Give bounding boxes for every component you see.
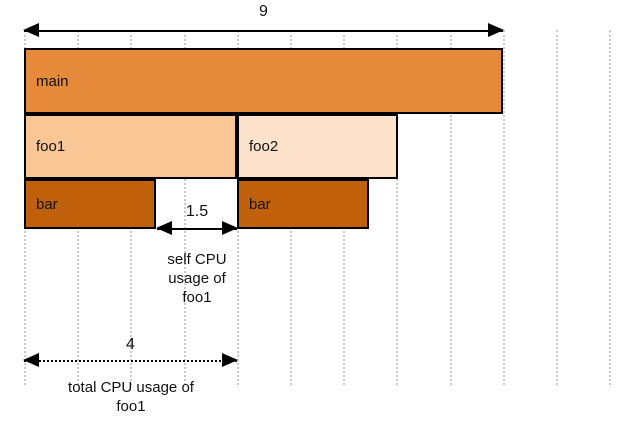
- measure-line: [24, 360, 237, 362]
- grid-line: [502, 30, 505, 385]
- caption-self-cpu: self CPU usage of foo1: [137, 250, 257, 307]
- frame-foo1[interactable]: foo1: [24, 114, 237, 179]
- measure-line: [24, 30, 503, 32]
- caption-total-cpu: total CPU usage of foo1: [21, 378, 241, 416]
- arrowhead-right-icon: [222, 353, 238, 367]
- grid-line: [556, 30, 558, 385]
- grid-line: [396, 30, 399, 385]
- measure-label-self-cpu: 1.5: [185, 203, 209, 220]
- caption-self-cpu-line3: foo1: [182, 289, 212, 306]
- measure-line: [157, 228, 237, 230]
- caption-self-cpu-line2: usage of: [168, 270, 226, 287]
- caption-total-cpu-line2: foo1: [116, 398, 146, 415]
- frame-main-label: main: [36, 72, 69, 90]
- frame-foo2-label: foo2: [249, 138, 279, 155]
- frame-bar-left[interactable]: bar: [24, 179, 156, 229]
- arrowhead-left-icon: [156, 221, 172, 235]
- frame-bar-right-label: bar: [249, 195, 271, 213]
- arrowhead-right-icon: [222, 221, 238, 235]
- frame-foo1-label: foo1: [36, 138, 66, 155]
- arrowhead-left-icon: [23, 23, 39, 37]
- grid-line: [183, 30, 186, 385]
- measure-label-total-cpu: 4: [126, 336, 135, 353]
- frame-bar-right[interactable]: bar: [237, 179, 369, 229]
- arrowhead-left-icon: [23, 353, 39, 367]
- arrowhead-right-icon: [488, 23, 504, 37]
- grid-line: [609, 30, 612, 385]
- grid-line: [449, 30, 452, 385]
- caption-total-cpu-line1: total CPU usage of: [68, 379, 194, 396]
- frame-bar-left-label: bar: [36, 195, 58, 213]
- frame-main[interactable]: main: [24, 48, 503, 114]
- caption-self-cpu-line1: self CPU: [167, 251, 227, 268]
- frame-foo2[interactable]: foo2: [237, 114, 398, 179]
- measure-label-total-width: 9: [259, 3, 268, 20]
